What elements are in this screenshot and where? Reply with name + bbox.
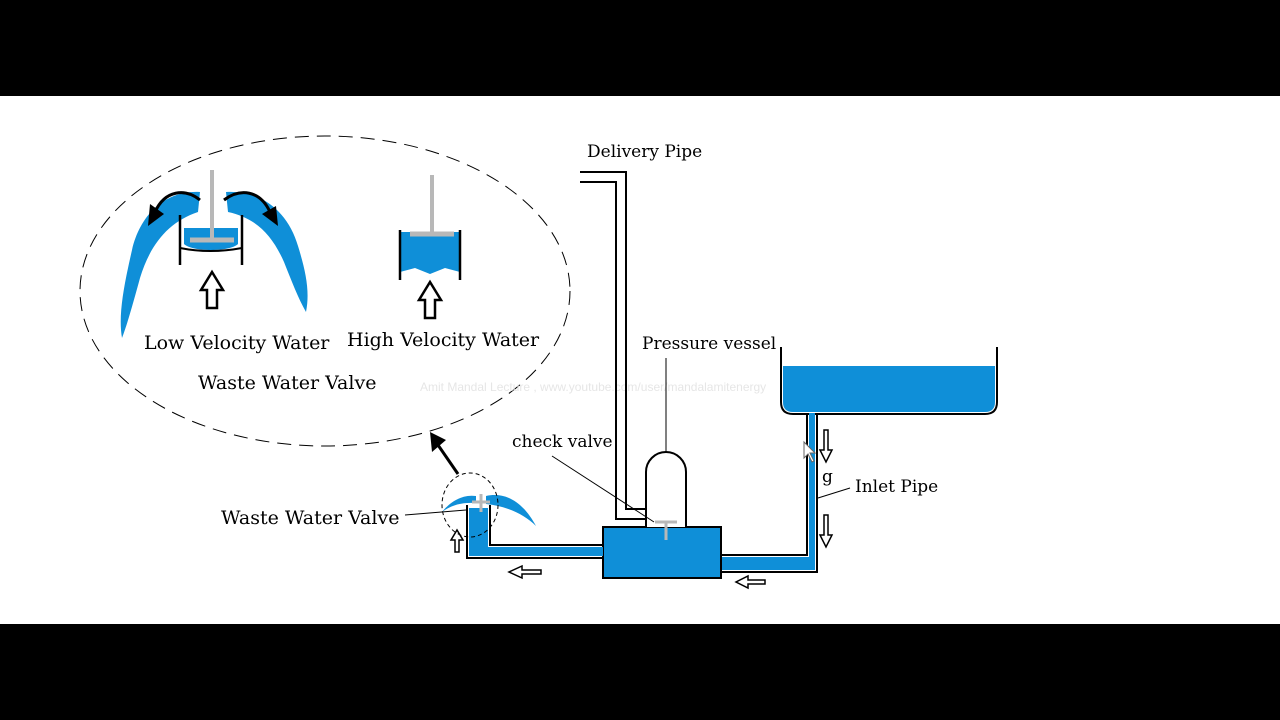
detail-ellipse (79, 135, 571, 447)
delivery-pipe (580, 171, 646, 520)
supply-tank (780, 347, 998, 415)
high-velocity-valve (398, 175, 462, 320)
tank-water (783, 366, 995, 412)
check-valve-leader (551, 455, 655, 523)
waste-valve-label: Waste Water Valve (221, 507, 399, 529)
left-water-jet (120, 191, 200, 338)
curved-arrow-right-icon (223, 191, 272, 213)
low-velocity-label: Low Velocity Water (144, 332, 330, 354)
down-flow-arrow-icon (818, 514, 834, 549)
waste-pipe-wall (466, 505, 603, 559)
pressure-vessel-label: Pressure vessel (642, 334, 776, 354)
upward-flow-arrow-icon (198, 269, 226, 310)
inlet-pipe-water (722, 413, 815, 570)
zoom-pointer-arrow (436, 444, 460, 475)
curved-arrow-left-icon (153, 191, 201, 213)
down-flow-arrow-icon (818, 429, 834, 464)
gravity-label: g (822, 467, 833, 487)
waste-valve-small (441, 472, 536, 538)
check-valve-label: check valve (512, 432, 613, 452)
left-flow-arrow-icon (507, 564, 542, 580)
watermark: Amit Mandal Lecture , www.youtube.com/us… (420, 380, 766, 394)
upward-flow-arrow-icon (416, 279, 444, 320)
tank-wall (780, 347, 998, 415)
left-flow-arrow-icon (734, 574, 766, 590)
inlet-pipe-leader (817, 487, 851, 499)
waste-pipe-water (469, 508, 603, 556)
ram-chamber (602, 526, 722, 579)
right-water-jet (226, 191, 308, 312)
inlet-pipe-wall (722, 413, 818, 573)
mouse-cursor-icon (803, 440, 817, 463)
ram-body (602, 526, 722, 579)
zoom-highlight-circle (441, 472, 499, 538)
pressure-vessel (645, 451, 687, 527)
waste-valve-detail-label: Waste Water Valve (198, 372, 376, 394)
up-flow-arrow-icon (449, 528, 465, 553)
zoom-pointer-arrowhead-icon (430, 432, 446, 452)
low-velocity-valve (120, 170, 308, 338)
delivery-pipe-label: Delivery Pipe (587, 142, 702, 162)
inlet-pipe-label: Inlet Pipe (855, 477, 938, 497)
high-velocity-label: High Velocity Water (347, 329, 540, 351)
waste-valve-leader (404, 509, 467, 516)
